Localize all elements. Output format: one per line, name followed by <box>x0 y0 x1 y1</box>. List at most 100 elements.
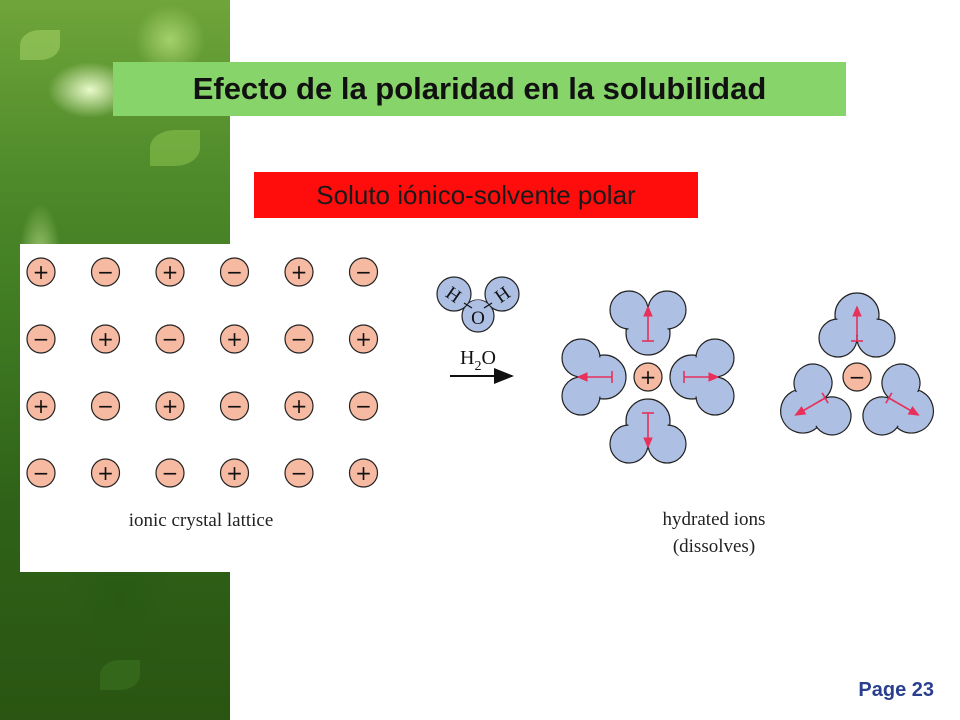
water-lobe-fill <box>859 321 893 355</box>
lattice-ion: − <box>284 458 314 488</box>
ion-charge-label: + <box>226 461 243 485</box>
ion-charge-label: + <box>355 327 372 351</box>
lattice-ion: − <box>219 257 250 287</box>
water-lobe-fill <box>698 341 732 375</box>
ion-charge-label: + <box>33 394 50 418</box>
lattice-ion: − <box>219 391 250 421</box>
lattice-ion: − <box>90 257 121 287</box>
dissolution-diagram: + − + − + − − + − + − + + − + − + − − + − + − + ionic crystal l… <box>20 244 960 572</box>
slide-title: Efecto de la polaridad en la solubilidad <box>192 71 767 106</box>
ion-circle <box>219 391 250 421</box>
ion-charge-label: − <box>291 461 308 485</box>
ion-charge-label: − <box>162 461 179 485</box>
lattice-ion: + <box>90 324 121 354</box>
hydrating-water-molecule <box>780 363 852 436</box>
subtitle-banner: Soluto iónico-solvente polar <box>254 172 698 218</box>
ion-circle <box>26 324 56 354</box>
water-lobe-fill <box>564 341 598 375</box>
ion-circle <box>284 391 314 421</box>
ion-circle <box>348 324 379 354</box>
ion-circle <box>155 458 185 488</box>
water-lobe-fill <box>698 379 732 413</box>
ion-circle <box>26 391 56 421</box>
hydrated-cation: + <box>561 290 735 464</box>
lattice-ion: − <box>348 391 379 421</box>
water-lobe-fill <box>796 366 831 401</box>
hydrating-water-molecule <box>862 363 934 436</box>
lattice-ion: + <box>26 257 56 287</box>
lattice-ion: − <box>26 324 56 354</box>
hydrating-water-molecule <box>609 290 687 356</box>
arrow-label: H2O <box>460 347 496 374</box>
dipole-arrow <box>794 397 826 416</box>
ion-circle <box>26 257 56 287</box>
diagram-canvas: + − + − + − − + − + − + + − + − + − − + − + − + ionic crystal l… <box>26 257 934 557</box>
ion-charge-label: − <box>355 260 372 284</box>
lattice-ion: + <box>348 458 379 488</box>
slide-subtitle: Soluto iónico-solvente polar <box>316 179 636 210</box>
lattice-ion: + <box>219 458 250 488</box>
cation-circle <box>633 362 663 392</box>
lattice-ion: + <box>284 257 314 287</box>
ion-circle <box>284 458 314 488</box>
lattice-ion: + <box>26 391 56 421</box>
water-molecule: H H O <box>436 276 520 333</box>
ion-charge-label: − <box>226 394 243 418</box>
ion-charge-label: − <box>291 327 308 351</box>
ion-circle <box>155 257 185 287</box>
lattice-ion: − <box>155 458 185 488</box>
ion-charge-label: − <box>33 461 50 485</box>
ion-circle <box>26 458 56 488</box>
ion-charge-label: − <box>97 260 114 284</box>
water-lobe-overlap <box>442 281 470 309</box>
ion-circle <box>348 391 379 421</box>
dipole-arrow <box>888 397 920 416</box>
water-lobe-fill <box>564 379 598 413</box>
ion-circle <box>90 324 121 354</box>
ion-charge-label: + <box>162 394 179 418</box>
ion-circle <box>219 324 250 354</box>
hydrating-water-molecule <box>609 398 687 464</box>
water-lobe-fill <box>883 366 918 401</box>
cation-charge-label: + <box>640 365 657 389</box>
anion-ion: − <box>842 362 872 392</box>
ion-charge-label: + <box>97 327 114 351</box>
ion-charge-label: + <box>291 394 308 418</box>
lattice-ion: − <box>284 324 314 354</box>
ion-circle <box>155 324 185 354</box>
water-lobe-fill <box>821 321 855 355</box>
ion-charge-label: − <box>33 327 50 351</box>
water-lobe-fill <box>864 398 899 433</box>
ion-circle <box>90 458 121 488</box>
ion-circle <box>155 391 185 421</box>
dipole-tail-bar <box>885 392 893 404</box>
cation-ion: + <box>633 362 663 392</box>
ion-charge-label: + <box>226 327 243 351</box>
ion-charge-label: − <box>226 260 243 284</box>
water-bond-left <box>463 302 473 309</box>
lattice-ion: + <box>219 324 250 354</box>
lattice-ion: − <box>348 257 379 287</box>
ion-charge-label: − <box>162 327 179 351</box>
water-lobe-fill <box>650 293 684 327</box>
lattice-ion: − <box>90 391 121 421</box>
ion-circle <box>348 458 379 488</box>
water-lobe-fill <box>815 398 850 433</box>
ion-circle <box>219 458 250 488</box>
ion-circle <box>348 257 379 287</box>
lattice-ion: + <box>155 257 185 287</box>
hydrated-anion: − <box>780 292 934 436</box>
hydrated-label-line2: (dissolves) <box>673 536 755 557</box>
ion-circle <box>90 257 121 287</box>
water-lobe-overlap <box>486 281 514 309</box>
lattice-ion: + <box>284 391 314 421</box>
ion-charge-label: − <box>355 394 372 418</box>
hydrated-label-line1: hydrated ions <box>663 509 766 530</box>
water-lobe-fill <box>650 427 684 461</box>
page-number: Page 23 <box>858 679 934 701</box>
water-lobe-fill <box>612 427 646 461</box>
lattice-label: ionic crystal lattice <box>129 510 274 531</box>
lattice-ion: − <box>155 324 185 354</box>
ion-circle <box>284 324 314 354</box>
lattice-ion: − <box>26 458 56 488</box>
